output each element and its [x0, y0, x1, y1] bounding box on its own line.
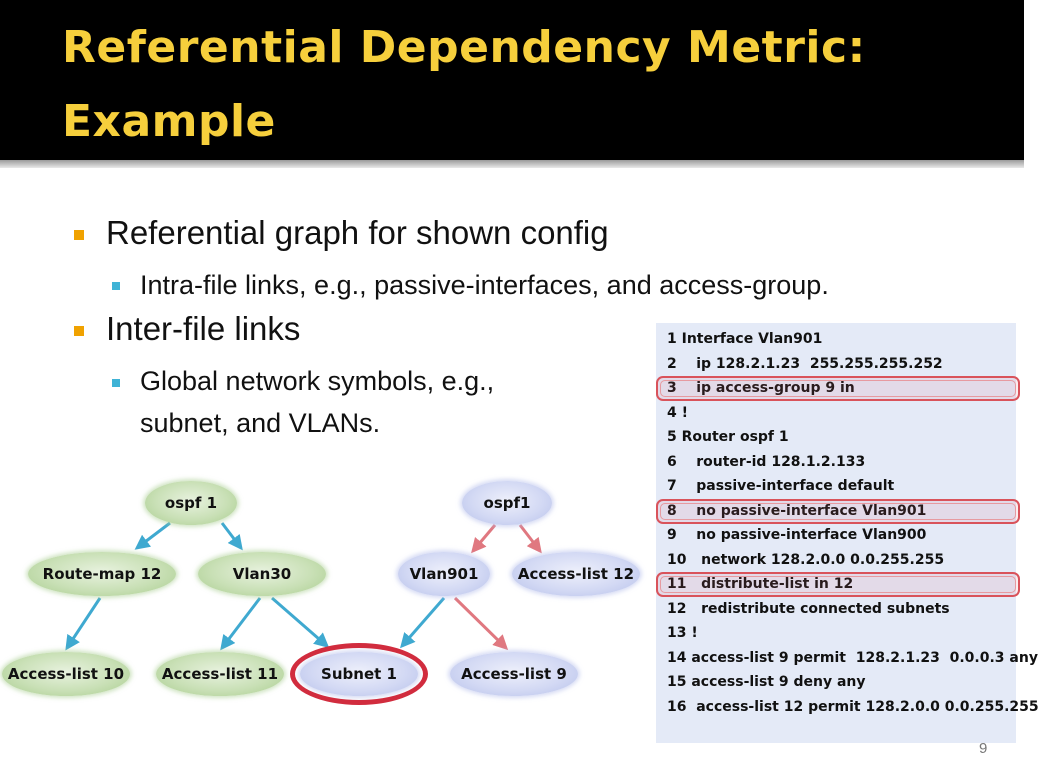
subnet-highlight-ring: [290, 643, 428, 705]
config-line: 14 access-list 9 permit 128.2.1.23 0.0.0…: [667, 650, 1038, 666]
edge-vlan901-to-accesslist9: [453, 596, 509, 651]
sub-bullet-intra-file: Intra-file links, e.g., passive-interfac…: [140, 270, 829, 300]
config-highlight-distribute-list: [656, 572, 1020, 597]
edge-vlan901-to-subnet1: [400, 597, 446, 649]
edge-ospf1b-to-accesslist12: [518, 524, 542, 554]
config-highlight-passive-interface: [656, 499, 1020, 524]
edge-ospf1b-to-vlan901: [471, 524, 497, 554]
config-line: 5 Router ospf 1: [667, 429, 789, 445]
config-highlight-access-group: [656, 376, 1020, 401]
config-line: 2 ip 128.2.1.23 255.255.255.252: [667, 356, 943, 372]
graph-node-access-list-9: Access-list 9: [450, 652, 578, 696]
graph-node-ospf-1: ospf 1: [145, 481, 237, 525]
edge-vlan30-to-accesslist11: [220, 597, 262, 651]
config-line: 3 ip access-group 9 in: [667, 380, 855, 396]
graph-node-route-map-12: Route-map 12: [28, 552, 176, 596]
bullet-marker-icon: [74, 326, 84, 336]
graph-node-access-list-10: Access-list 10: [2, 652, 130, 696]
config-line: 13 !: [667, 625, 698, 641]
sub-bullet-marker-icon: [112, 282, 120, 290]
bullet-marker-icon: [74, 230, 84, 240]
title-bar: Referential Dependency Metric: Example: [0, 0, 1024, 160]
graph-node-access-list-12: Access-list 12: [512, 552, 640, 596]
config-line: 15 access-list 9 deny any: [667, 674, 866, 690]
config-line: 4 !: [667, 405, 688, 421]
config-line: 9 no passive-interface Vlan900: [667, 527, 927, 543]
edge-ospf1-to-vlan30: [220, 522, 243, 551]
slide-title-line-1: Referential Dependency Metric:: [62, 22, 866, 73]
config-line: 12 redistribute connected subnets: [667, 601, 950, 617]
title-divider: [0, 160, 1024, 168]
edge-ospf1-to-routemap12: [134, 521, 171, 550]
bullet-inter-file: Inter-file links: [106, 310, 301, 347]
bullet-referential-graph: Referential graph for shown config: [106, 214, 609, 251]
config-line: 1 Interface Vlan901: [667, 331, 823, 347]
config-line: 6 router-id 128.1.2.133: [667, 454, 866, 470]
config-panel: 1 Interface Vlan901 2 ip 128.2.1.23 255.…: [656, 323, 1039, 743]
config-line: 7 passive-interface default: [667, 478, 895, 494]
graph-node-vlan30: Vlan30: [198, 552, 326, 596]
config-line: 10 network 128.2.0.0 0.0.255.255: [667, 552, 945, 568]
edge-vlan30-to-subnet1: [271, 596, 330, 648]
graph-node-ospf1: ospf1: [462, 481, 552, 525]
graph-node-vlan901: Vlan901: [398, 552, 490, 596]
sub-bullet-global-symbols-line2: subnet, and VLANs.: [140, 408, 381, 438]
config-line: 11 distribute-list in 12: [667, 576, 854, 592]
edge-routemap12-to-accesslist10: [65, 597, 102, 651]
sub-bullet-global-symbols-line1: Global network symbols, e.g.,: [140, 366, 495, 396]
config-line: 8 no passive-interface Vlan901: [667, 503, 927, 519]
config-line: 16 access-list 12 permit 128.2.0.0 0.0.2…: [667, 699, 1039, 715]
graph-node-access-list-11: Access-list 11: [156, 652, 284, 696]
slide-title-line-2: Example: [62, 96, 276, 147]
sub-bullet-marker-icon: [112, 379, 120, 387]
page-number: 9: [979, 740, 988, 757]
